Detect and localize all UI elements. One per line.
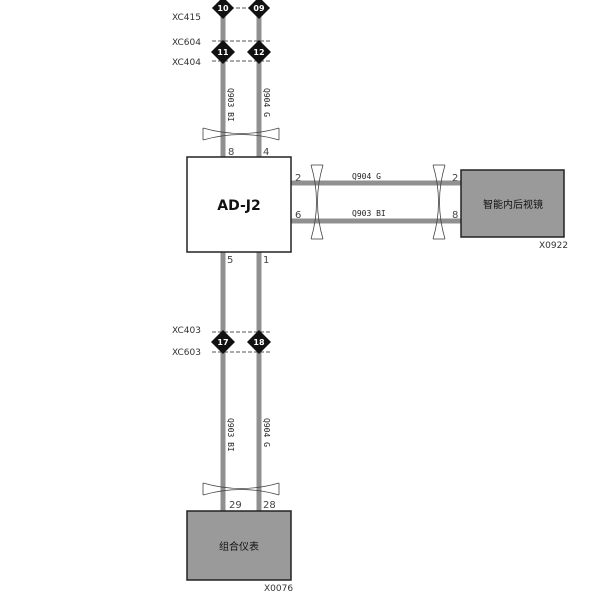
ad-j2-label: AD-J2 [217, 198, 260, 214]
wire-label-bottom-left: Q903 BI [226, 418, 235, 452]
connector-label-xc604: XC604 [172, 38, 201, 48]
node-17: 17 [211, 330, 235, 354]
wire-label-bottom-right: Q904 G [262, 418, 271, 447]
svg-text:10: 10 [217, 4, 229, 13]
mirror-module: 智能内后视镜 [460, 169, 565, 238]
node-12: 12 [247, 40, 271, 64]
pin-adj2-bottom-left: 5 [227, 255, 233, 266]
pin-mirror-upper: 2 [452, 173, 458, 184]
ad-j2-module: AD-J2 [186, 156, 292, 253]
node-10: 10 [212, 0, 234, 19]
twist-marker-left [310, 164, 324, 240]
wire-label-top-left: Q903 BI [226, 88, 235, 122]
pin-cluster-right: 28 [263, 500, 276, 511]
pin-adj2-bottom-right: 1 [263, 255, 269, 266]
node-11: 11 [211, 40, 235, 64]
cluster-module: 组合仪表 [186, 510, 292, 581]
twist-marker-bottom [202, 482, 280, 496]
mirror-label: 智能内后视镜 [483, 198, 543, 211]
twist-marker-right [432, 164, 446, 240]
connector-label-xc404: XC404 [172, 58, 201, 68]
pin-adj2-right-lower: 6 [295, 210, 301, 221]
node-09: 09 [248, 0, 270, 19]
node-18: 18 [247, 330, 271, 354]
mirror-ref-label: X0922 [539, 241, 568, 251]
connector-label-xc603: XC603 [172, 348, 201, 358]
wire-label-top-right: Q904 G [262, 88, 271, 117]
pin-adj2-top-left: 8 [228, 147, 234, 158]
svg-text:09: 09 [253, 4, 265, 13]
wire-label-horiz-upper: Q904 G [352, 172, 381, 181]
connector-label-xc403: XC403 [172, 326, 201, 336]
pin-adj2-top-right: 4 [263, 147, 269, 158]
svg-text:17: 17 [217, 338, 228, 347]
pin-adj2-right-upper: 2 [295, 173, 301, 184]
svg-text:11: 11 [217, 48, 229, 57]
connector-label-xc415: XC415 [172, 13, 201, 23]
svg-text:12: 12 [253, 48, 264, 57]
wire-label-horiz-lower: Q903 BI [352, 209, 386, 218]
pin-cluster-left: 29 [229, 500, 242, 511]
cluster-ref-label: X0076 [264, 584, 293, 594]
pin-mirror-lower: 8 [452, 210, 458, 221]
cluster-label: 组合仪表 [219, 540, 259, 553]
twist-marker-top [202, 127, 280, 141]
svg-text:18: 18 [253, 338, 265, 347]
